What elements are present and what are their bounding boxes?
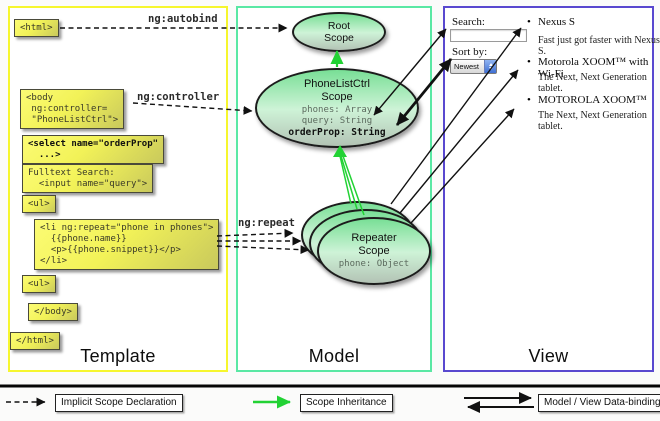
code-body-open: <body ng:controller= "PhoneListCtrl">	[20, 89, 125, 129]
model-panel-label: Model	[308, 346, 360, 366]
code-html-open: <html>	[14, 19, 59, 37]
bullet-icon: •	[527, 16, 531, 28]
view-panel-label: View	[528, 346, 569, 366]
sort-by-label: Sort by:	[452, 46, 488, 58]
search-label: Search:	[452, 16, 485, 28]
phone-item-title: Motorola XOOM™ with Wi-Fi	[538, 56, 649, 80]
phone-item-title: Nexus S	[538, 16, 575, 28]
root-scope-ellipse: Root Scope	[292, 12, 386, 52]
phone-item-desc: The Next, Next Generation tablet.	[538, 110, 647, 132]
code-body-close: </body>	[28, 303, 78, 321]
ng-controller-label: ng:controller	[137, 91, 220, 103]
dropdown-stepper-icon	[484, 60, 496, 73]
repeater-scope-title: Repeater Scope	[351, 232, 397, 257]
code-fulltext-search: Fulltext Search: <input name="query">	[22, 164, 154, 193]
phone-item-desc: The Next, Next Generation tablet.	[538, 72, 647, 94]
repeater-scope-ellipse-front: Repeater Scope phone: Object	[317, 217, 431, 285]
phone-item-title: MOTOROLA XOOM™	[538, 94, 647, 106]
repeater-scope-prop: phone: Object	[338, 259, 410, 270]
code-ul-close: <ul>	[22, 275, 56, 293]
sort-dropdown-value: Newest	[454, 62, 480, 71]
phone-item-desc: Fast just got faster with Nexus S.	[538, 35, 660, 57]
ng-repeat-label: ng:repeat	[238, 217, 295, 229]
ng-autobind-label: ng:autobind	[148, 13, 218, 25]
model-panel: Model	[236, 6, 432, 372]
root-scope-title: Root Scope	[324, 20, 354, 44]
legend-scope-inheritance: Scope Inheritance	[300, 394, 393, 412]
phonelistctrl-scope-title: PhoneListCtrl Scope	[303, 78, 371, 103]
phonelistctrl-scope-props: phones: Array query: String	[301, 105, 373, 126]
bullet-icon: •	[527, 94, 531, 106]
template-panel-label: Template	[80, 346, 156, 366]
legend-data-binding: Model / View Data-binding	[538, 394, 660, 412]
legend-implicit-scope: Implicit Scope Declaration	[55, 394, 183, 412]
sort-dropdown[interactable]: Newest	[450, 59, 497, 74]
search-input[interactable]	[450, 29, 527, 42]
code-ul-open: <ul>	[22, 195, 56, 213]
code-li-repeat: <li ng:repeat="phone in phones"> {{phone…	[34, 219, 220, 270]
phonelistctrl-scope-orderprop: orderProp: String	[288, 127, 386, 138]
code-html-close: </html>	[10, 332, 60, 350]
phonelistctrl-scope-ellipse: PhoneListCtrl Scope phones: Array query:…	[255, 68, 419, 148]
code-select-tag: <select name="orderProp" ...>	[22, 135, 165, 164]
bullet-icon: •	[527, 56, 531, 68]
